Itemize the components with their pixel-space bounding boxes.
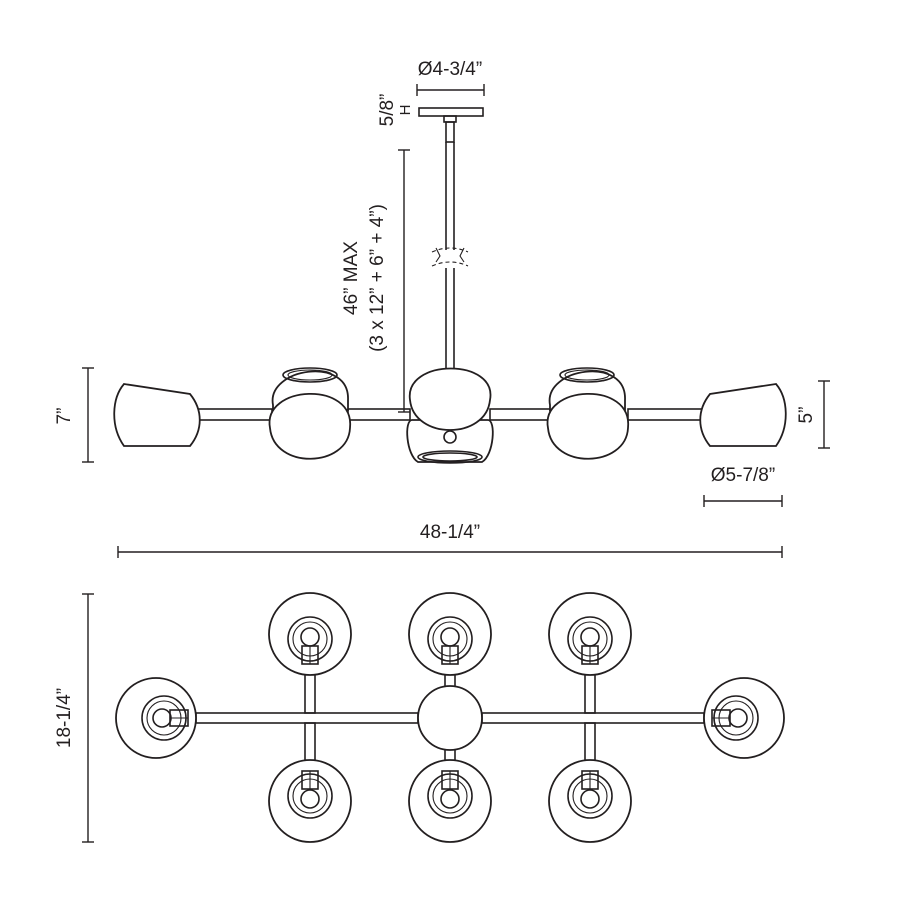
side-center-globe bbox=[409, 367, 492, 431]
plan-end-shade-right bbox=[703, 677, 785, 759]
swivel-joint bbox=[445, 121, 455, 143]
overall-depth-dimension: 18-1/4” bbox=[54, 593, 94, 843]
plan-end-shade-left bbox=[115, 677, 197, 759]
side-center-down-shade bbox=[406, 419, 494, 464]
plan-top-shade-center bbox=[408, 592, 492, 676]
overall-width-dimension: 48-1/4” bbox=[117, 522, 783, 558]
canopy-diameter-dimension: Ø4-3/4” bbox=[416, 59, 485, 96]
shade-height-dimension: 5” bbox=[796, 380, 830, 449]
plan-bottom-shade-right bbox=[548, 759, 632, 843]
side-elevation bbox=[113, 107, 787, 464]
canopy-height-label: 5/8” bbox=[377, 94, 398, 127]
shade-diameter-label: Ø5-7/8” bbox=[711, 465, 775, 486]
plan-view bbox=[115, 592, 785, 843]
stem bbox=[431, 142, 469, 370]
max-height-dimension: 46” MAX (3 x 12” + 6” + 4”) bbox=[341, 149, 410, 413]
shade-diameter-dimension: Ø5-7/8” bbox=[703, 465, 783, 507]
canopy-height-mark: H bbox=[397, 105, 414, 116]
max-height-label: 46” MAX bbox=[341, 241, 362, 315]
side-front-globes bbox=[268, 392, 629, 460]
canopy-nut bbox=[443, 115, 457, 123]
plan-bottom-shade-left bbox=[268, 759, 352, 843]
plan-top-shade-left bbox=[268, 592, 352, 676]
fixture-height-dimension: 7” bbox=[54, 367, 94, 463]
side-end-shades bbox=[113, 383, 787, 447]
overall-width-label: 48-1/4” bbox=[420, 522, 480, 543]
canopy-diameter-label: Ø4-3/4” bbox=[418, 59, 482, 80]
overall-depth-label: 18-1/4” bbox=[54, 688, 75, 748]
fixture-height-label: 7” bbox=[54, 408, 75, 425]
plan-top-shade-right bbox=[548, 592, 632, 676]
shade-height-label: 5” bbox=[796, 407, 817, 424]
plan-center-hub bbox=[417, 685, 483, 751]
canopy bbox=[418, 107, 484, 117]
stem-breakdown-label: (3 x 12” + 6” + 4”) bbox=[367, 204, 388, 352]
canopy-height-dimension: 5/8” H bbox=[377, 94, 414, 127]
plan-bottom-shade-center bbox=[408, 759, 492, 843]
